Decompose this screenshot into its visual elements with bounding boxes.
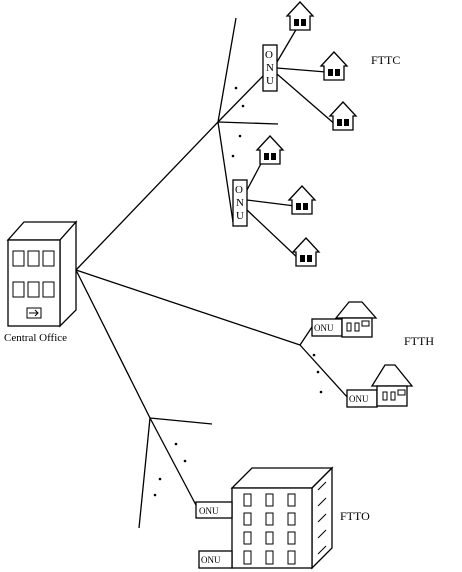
svg-text:ONU: ONU: [199, 506, 219, 516]
svg-text:U: U: [266, 75, 274, 87]
svg-text:N: N: [266, 62, 274, 74]
central-office-label: Central Office: [4, 332, 67, 344]
house-icon: [293, 238, 319, 266]
ftth-label: FTTH: [404, 334, 434, 348]
onu-box: O N U: [263, 45, 277, 91]
house-icon: [330, 102, 356, 130]
house-icon: [287, 2, 313, 30]
central-office-building: [8, 222, 76, 326]
onu-box: O N U: [233, 180, 247, 226]
svg-text:ONU: ONU: [349, 394, 369, 404]
house-icon: [372, 365, 412, 406]
onu-box: ONU: [196, 502, 232, 518]
svg-text:O: O: [265, 49, 273, 61]
feeder-fibers: [76, 122, 300, 418]
svg-text:ONU: ONU: [314, 323, 334, 333]
house-icon: [257, 136, 283, 164]
house-icon: [336, 302, 376, 337]
svg-text:U: U: [236, 210, 244, 222]
house-icon: [321, 52, 347, 80]
office-building-icon: [232, 468, 332, 568]
svg-text:N: N: [236, 197, 244, 209]
svg-text:ONU: ONU: [201, 555, 221, 565]
onu-box: ONU: [199, 551, 232, 568]
svg-text:O: O: [235, 184, 243, 196]
house-icon: [289, 186, 315, 214]
fttc-label: FTTC: [371, 53, 400, 67]
ftth-splitter: [300, 327, 348, 398]
onu-box: ONU: [312, 319, 342, 336]
onu-box: ONU: [347, 390, 377, 407]
ftto-label: FTTO: [340, 509, 370, 523]
